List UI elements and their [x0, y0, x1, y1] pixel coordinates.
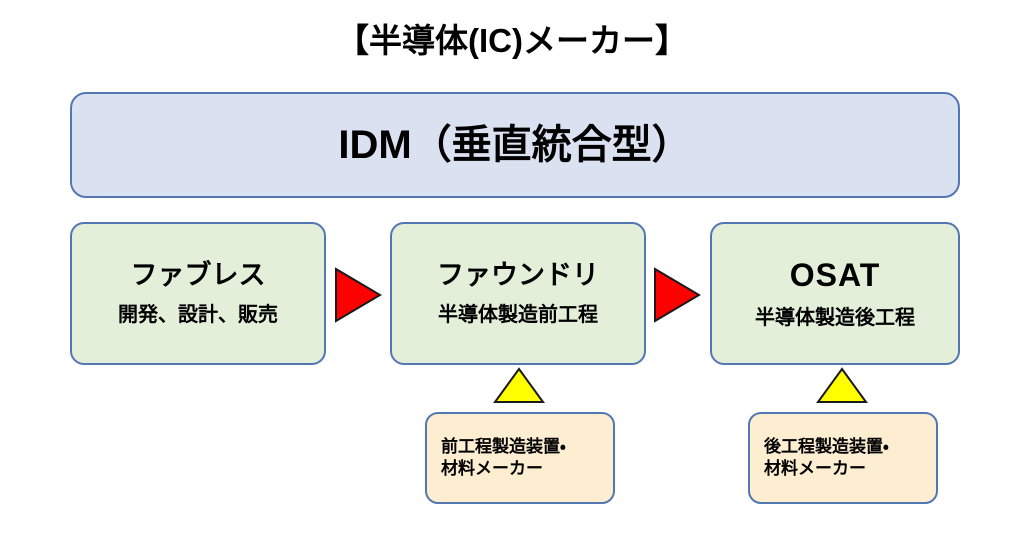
right-triangle-arrow-icon	[335, 267, 382, 323]
up-triangle-arrow-icon	[493, 367, 545, 403]
segment-box-foundry: ファウンドリ 半導体製造前工程	[390, 222, 646, 365]
supplier-back-end-line-2: 材料メーカー	[764, 459, 866, 478]
supplier-back-end-line-1: 後工程製造装置・	[764, 437, 889, 457]
segment-title-foundry: ファウンドリ	[437, 259, 599, 290]
idm-label: IDM（垂直統合型）	[338, 123, 692, 167]
supplier-front-end-line-2: 材料メーカー	[441, 459, 543, 478]
right-triangle-arrow-icon	[654, 267, 701, 323]
idm-box: IDM（垂直統合型）	[70, 92, 960, 198]
up-triangle-arrow-icon	[816, 367, 868, 403]
segment-subtitle-fabless: 開発、設計、販売	[118, 304, 278, 327]
segment-box-fabless: ファブレス 開発、設計、販売	[70, 222, 326, 365]
supplier-front-end-line-1: 前工程製造装置・	[441, 437, 566, 457]
segment-subtitle-osat: 半導体製造後工程	[755, 307, 915, 330]
segment-subtitle-foundry: 半導体製造前工程	[438, 304, 598, 327]
segment-box-osat: OSAT 半導体製造後工程	[710, 222, 960, 365]
supplier-box-back-end: 後工程製造装置・ 材料メーカー	[748, 412, 938, 504]
segment-title-osat: OSAT	[789, 256, 881, 293]
segment-title-fabless: ファブレス	[130, 259, 266, 290]
page-title: 【半導体(IC)メーカー】	[336, 22, 688, 59]
supplier-box-front-end: 前工程製造装置・ 材料メーカー	[425, 412, 615, 504]
